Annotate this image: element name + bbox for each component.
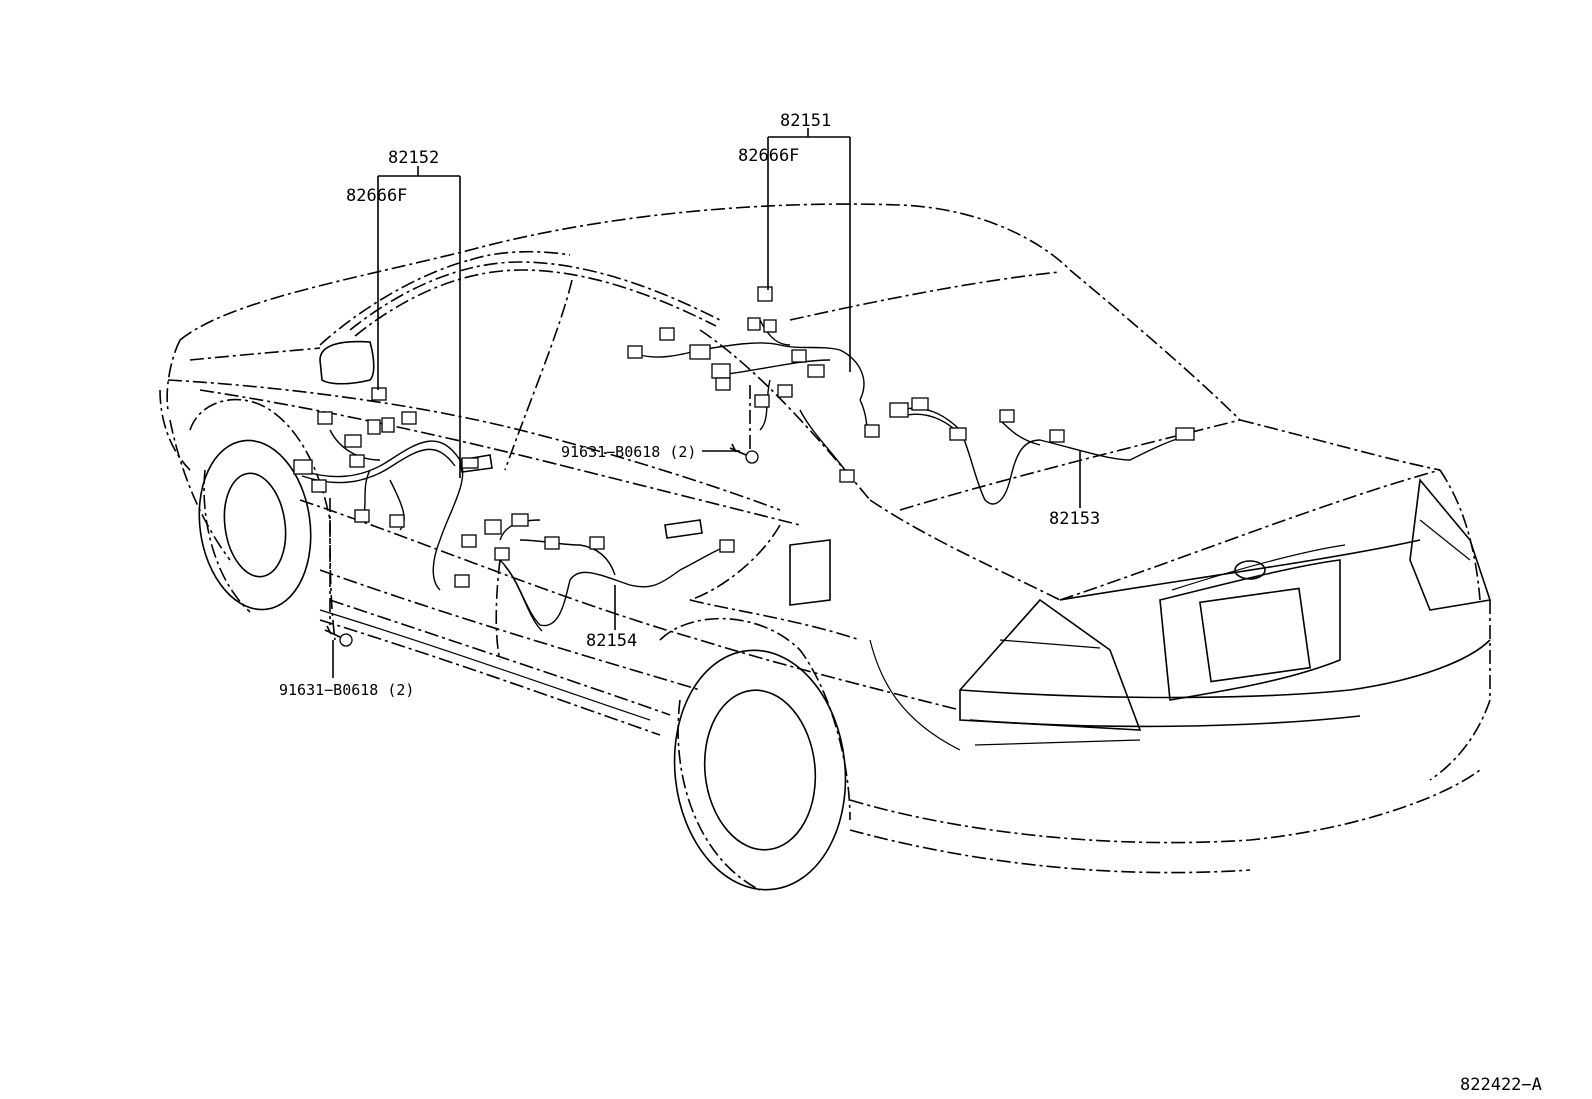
connector: [715, 377, 731, 391]
connector: [494, 547, 510, 561]
connector-82666f-left: [371, 387, 387, 401]
connector: [293, 459, 313, 475]
connector: [791, 349, 807, 363]
connector: [461, 457, 479, 469]
harness-82153-rear: [899, 407, 1191, 505]
connector: [401, 411, 417, 425]
bolt-lower: [324, 625, 353, 647]
connector: [311, 479, 327, 493]
connector: [389, 514, 405, 528]
connector: [719, 539, 735, 553]
connector: [544, 536, 560, 550]
connector: [344, 434, 362, 448]
connector: [354, 509, 370, 523]
connector: [763, 319, 777, 333]
connectors: [293, 286, 1195, 588]
label-82151: 82151: [780, 111, 831, 131]
connector: [317, 411, 333, 425]
label-82153: 82153: [1049, 509, 1100, 529]
connector: [747, 317, 761, 331]
connector: [1175, 427, 1195, 441]
connector: [1049, 429, 1065, 443]
harness-82152-front-door: [299, 429, 464, 591]
bolt-upper: [729, 443, 759, 464]
connector: [511, 513, 529, 527]
label-bolt-lower: 91631−B0618 (2): [279, 681, 414, 699]
connector: [484, 519, 502, 535]
connector: [807, 364, 825, 378]
connector: [864, 424, 880, 438]
connector: [381, 417, 395, 433]
connector: [889, 402, 909, 418]
leader-lines: [329, 128, 1081, 678]
connector-82666f-upper: [757, 286, 773, 302]
connector: [461, 534, 477, 548]
connector: [711, 363, 731, 379]
connector: [777, 384, 793, 398]
connector: [839, 469, 855, 483]
connector: [349, 454, 365, 468]
label-82152: 82152: [388, 148, 439, 168]
connector: [367, 419, 381, 435]
label-82666f-upper: 82666F: [738, 146, 799, 166]
connector: [911, 397, 929, 411]
connector: [999, 409, 1015, 423]
car-body-outline: [159, 203, 1492, 891]
figure-id: 822422−A: [1460, 1075, 1542, 1095]
label-82666f-left: 82666F: [346, 186, 407, 206]
connector: [589, 536, 605, 550]
connector: [627, 345, 643, 359]
label-bolt-upper: 91631−B0618 (2): [561, 443, 696, 461]
connector: [754, 394, 770, 408]
part-labels: 82151 82666F 82152 82666F 82153 82154 91…: [279, 111, 1542, 1095]
connector: [454, 574, 470, 588]
connector: [689, 344, 711, 360]
connector: [949, 427, 967, 441]
label-82154: 82154: [586, 631, 637, 651]
connector: [659, 327, 675, 341]
